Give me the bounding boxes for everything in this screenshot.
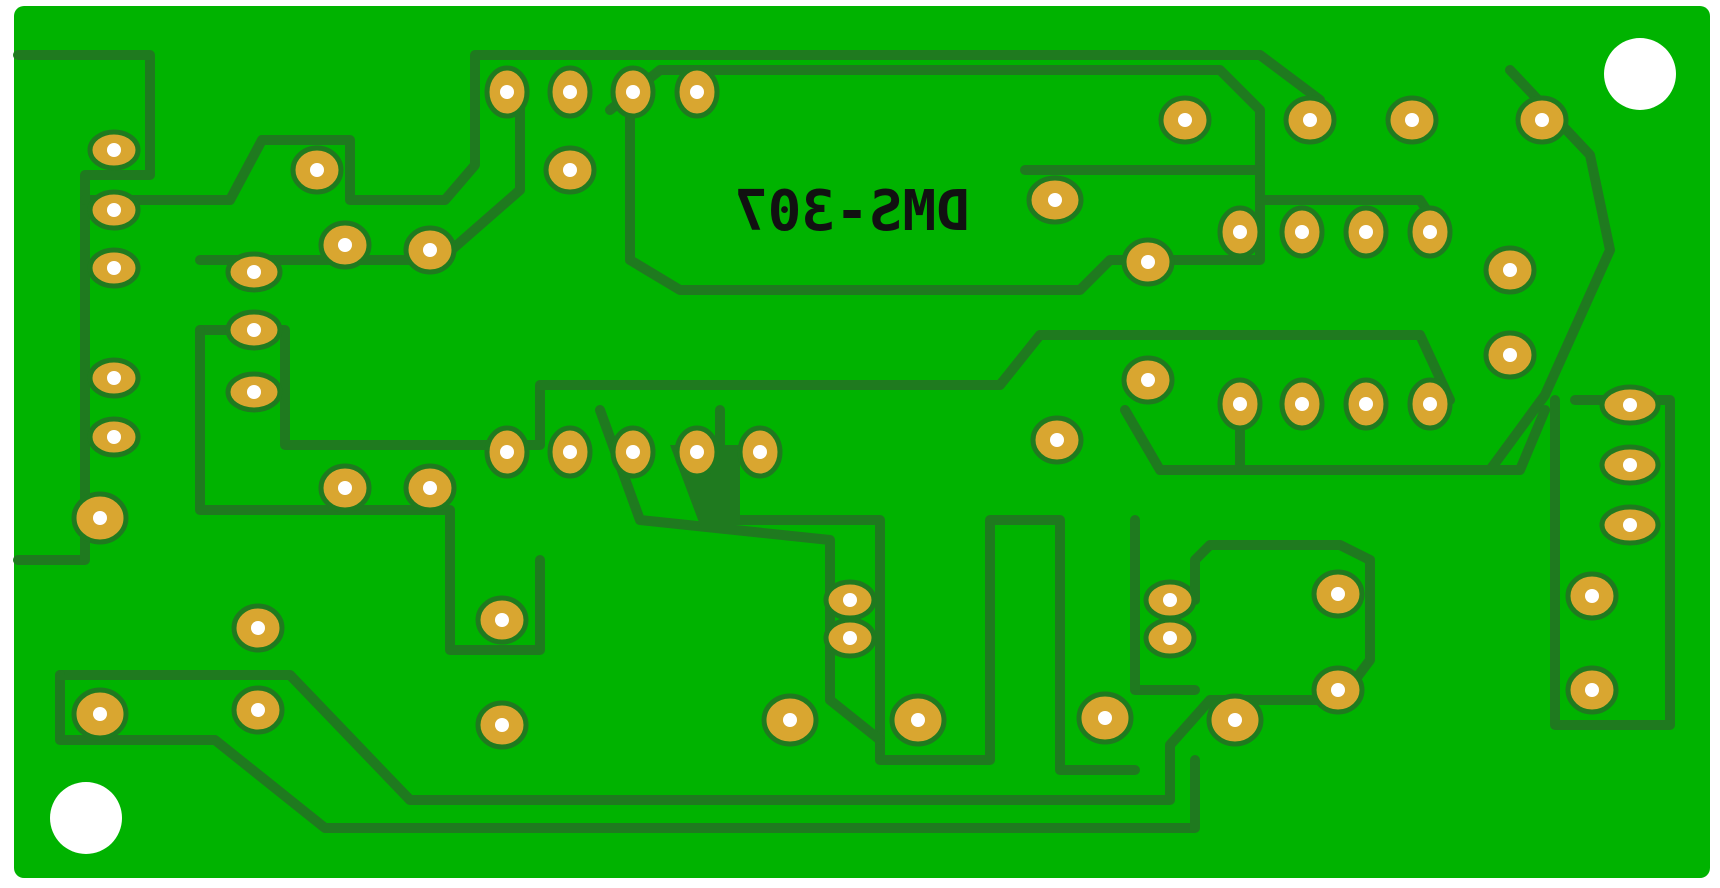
drill-hole (563, 163, 577, 177)
drill-hole (690, 85, 704, 99)
drill-hole (1405, 113, 1419, 127)
mounting-holes (50, 38, 1676, 854)
drill-hole (626, 445, 640, 459)
drill-hole (1585, 589, 1599, 603)
drill-hole (843, 593, 857, 607)
drill-hole (423, 243, 437, 257)
drill-hole (1359, 225, 1373, 239)
mounting-hole-top-right (1604, 38, 1676, 110)
drill-hole (500, 85, 514, 99)
drill-hole (1535, 113, 1549, 127)
drill-hole (563, 85, 577, 99)
drill-hole (423, 481, 437, 495)
drill-hole (1233, 397, 1247, 411)
drill-hole (1623, 458, 1637, 472)
drill-hole (1623, 518, 1637, 532)
drill-hole (1163, 593, 1177, 607)
drill-hole (563, 445, 577, 459)
drill-hole (1228, 713, 1242, 727)
drill-hole (93, 707, 107, 721)
pads (71, 65, 1661, 750)
drill-hole (251, 621, 265, 635)
drill-hole (753, 445, 767, 459)
drill-hole (1048, 193, 1062, 207)
drill-hole (495, 718, 509, 732)
drill-hole (1163, 631, 1177, 645)
drill-hole (310, 163, 324, 177)
drill-hole (1141, 373, 1155, 387)
drill-hole (1303, 113, 1317, 127)
drill-hole (247, 385, 261, 399)
drill-hole (1359, 397, 1373, 411)
drill-hole (338, 481, 352, 495)
drill-hole (1331, 683, 1345, 697)
drill-hole (1141, 255, 1155, 269)
drill-hole (1098, 711, 1112, 725)
drill-hole (843, 631, 857, 645)
drill-hole (93, 511, 107, 525)
drill-hole (338, 238, 352, 252)
drill-hole (495, 613, 509, 627)
drill-hole (690, 445, 704, 459)
drill-hole (1050, 433, 1064, 447)
drill-hole (251, 703, 265, 717)
drill-hole (1503, 263, 1517, 277)
drill-hole (911, 713, 925, 727)
drill-hole (1295, 225, 1309, 239)
board-label: DMS-307 (734, 179, 970, 244)
drill-hole (247, 323, 261, 337)
drill-hole (626, 85, 640, 99)
drill-hole (1585, 683, 1599, 697)
drill-hole (1623, 398, 1637, 412)
drill-hole (783, 713, 797, 727)
drill-hole (1295, 397, 1309, 411)
drill-hole (1331, 587, 1345, 601)
drill-hole (1178, 113, 1192, 127)
drill-hole (500, 445, 514, 459)
isolation-outlines (13, 50, 1675, 833)
drill-hole (247, 265, 261, 279)
drill-hole (1423, 225, 1437, 239)
drill-hole (107, 371, 121, 385)
drill-hole (107, 430, 121, 444)
mounting-hole-bottom-left (50, 782, 122, 854)
drill-hole (1423, 397, 1437, 411)
drill-hole (1233, 225, 1247, 239)
drill-hole (107, 143, 121, 157)
drill-hole (107, 261, 121, 275)
drill-hole (1503, 348, 1517, 362)
drill-hole (107, 203, 121, 217)
